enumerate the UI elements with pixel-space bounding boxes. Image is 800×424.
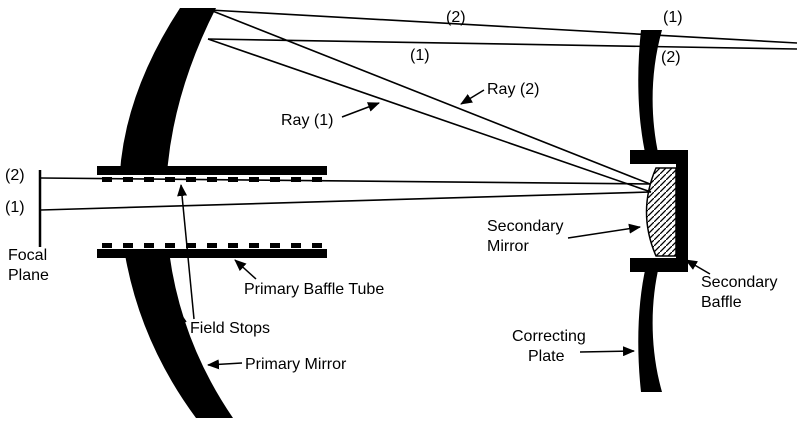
ray1-pointer-arrow: [341, 102, 380, 118]
secondary-mirror-arrow: [567, 223, 641, 239]
primary-baffle-tube-arrow: [234, 259, 257, 280]
secondary-mirror-outline: [645, 167, 677, 257]
correcting-plate-top: [638, 30, 662, 157]
focal-plane-caption-line2: Plane: [8, 267, 49, 284]
incoming-ray-1: [207, 38, 798, 50]
secondary-mirror-hatch: [646, 168, 676, 256]
reflected-ray-2: [209, 9, 651, 185]
incoming-ray-2: [209, 9, 798, 44]
incoming-ray1-tag: (1): [410, 47, 430, 64]
primary-mirror-arrow: [207, 359, 243, 370]
baffle-tube-top-wall: [97, 166, 327, 175]
field-stops-arrow-top: [177, 184, 195, 320]
secondary-baffle-label-line2: Baffle: [701, 294, 742, 311]
correcting-plate-label-line2: Plate: [528, 348, 565, 365]
secondary-mount-bottom-tab: [630, 258, 688, 272]
exit-ray2-tag: (2): [661, 49, 681, 66]
ray1-label: Ray (1): [281, 112, 333, 129]
focal-ray-1: [40, 191, 652, 211]
primary-mirror-shape: [119, 8, 233, 418]
field-stops-arrow-bottom: [143, 260, 187, 323]
correcting-plate-arrow: [579, 346, 635, 357]
ray2-label: Ray (2): [487, 81, 539, 98]
incoming-ray2-tag: (2): [446, 9, 466, 26]
secondary-baffle-label-line1: Secondary: [701, 274, 778, 291]
secondary-baffle-shape: [676, 150, 688, 272]
exit-ray1-tag: (1): [663, 9, 683, 26]
focal-ray-2: [40, 177, 651, 185]
correcting-plate-label-line1: Correcting: [512, 328, 586, 345]
correcting-plate-bottom: [638, 266, 662, 392]
focal-ray1-tag: (1): [5, 199, 25, 216]
reflected-ray-1: [207, 38, 652, 193]
baffle-tube-bottom-wall: [97, 249, 327, 258]
secondary-baffle-arrow: [685, 259, 711, 275]
primary-baffle-tube-label: Primary Baffle Tube: [244, 281, 384, 298]
ray2-pointer-arrow: [460, 89, 485, 105]
secondary-mirror-label-line1: Secondary: [487, 218, 564, 235]
focal-ray2-tag: (2): [5, 167, 25, 184]
secondary-mirror-label-line2: Mirror: [487, 238, 529, 255]
primary-mirror-label: Primary Mirror: [245, 356, 347, 373]
focal-plane-caption-line1: Focal: [8, 247, 47, 264]
field-stops-label: Field Stops: [190, 320, 270, 337]
secondary-mount-top-tab: [630, 150, 688, 164]
